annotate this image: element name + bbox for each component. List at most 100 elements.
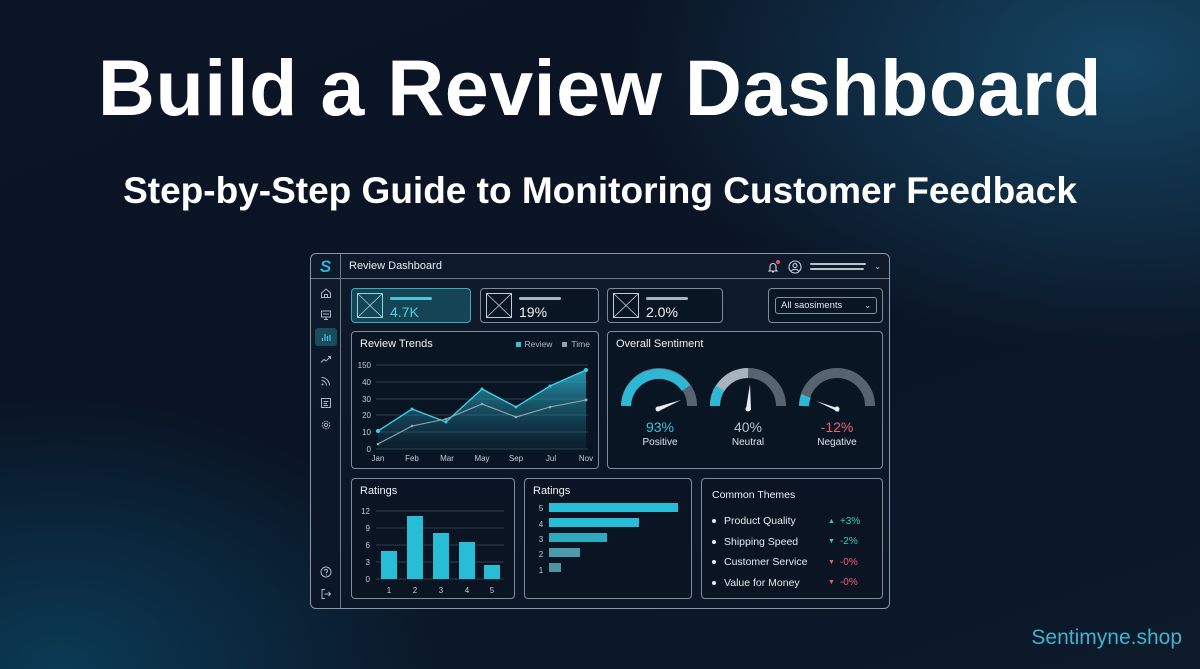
gauge-neutral [710, 368, 786, 412]
chevron-down-icon[interactable]: ⌄ [874, 262, 881, 271]
svg-text:9: 9 [366, 524, 371, 533]
inbox-icon [321, 310, 331, 320]
svg-text:6: 6 [366, 541, 371, 550]
svg-text:30: 30 [362, 395, 371, 404]
sidebar-item-trends[interactable] [315, 350, 337, 368]
trend-icon [320, 356, 331, 363]
brand-link[interactable]: Sentimyne.shop [1031, 626, 1182, 649]
svg-text:10: 10 [362, 428, 371, 437]
app-header: S Review Dashboard ⌄ [311, 254, 889, 279]
svg-text:5: 5 [490, 586, 495, 595]
svg-text:20: 20 [362, 411, 371, 420]
svg-text:40: 40 [362, 378, 371, 387]
kpi-label-placeholder [519, 297, 561, 300]
filter-panel: All saosiments ⌄ [768, 288, 883, 323]
overall-sentiment-card: Overall Sentiment 93% Positiv [607, 331, 883, 469]
svg-text:150: 150 [358, 361, 372, 370]
arrow-down-icon: ▼ [828, 538, 835, 546]
themes-list: Product Quality ▲+3% Shipping Speed ▼-2%… [712, 511, 874, 593]
kpi-label-placeholder [390, 297, 432, 300]
hero-title: Build a Review Dashboard [97, 43, 1103, 132]
sidebar-item-analytics[interactable] [315, 328, 337, 346]
logout-icon [321, 589, 332, 599]
svg-text:Jan: Jan [372, 454, 385, 463]
select-value: All saosiments [781, 300, 843, 311]
sidebar-item-reports[interactable] [315, 394, 337, 412]
image-placeholder-icon [357, 293, 383, 318]
gauge-value-positive: 93% [645, 419, 675, 435]
home-icon [321, 288, 331, 298]
legend-item-review: Review [515, 339, 552, 349]
sentiment-gauges [621, 368, 875, 412]
svg-text:1: 1 [539, 566, 544, 575]
kpi-value: 19% [519, 304, 548, 320]
sidebar-item-home[interactable] [315, 284, 337, 302]
svg-text:2: 2 [539, 550, 544, 559]
notification-dot [776, 259, 781, 264]
svg-text:0: 0 [366, 575, 371, 584]
image-placeholder-icon [613, 293, 639, 318]
gauge-label-negative: Negative [817, 437, 857, 448]
arrow-up-icon: ▲ [828, 517, 835, 525]
help-icon [320, 566, 332, 578]
svg-text:4: 4 [465, 586, 470, 595]
kpi-card-reviews[interactable]: 4.7K [351, 288, 471, 323]
app-title: Review Dashboard [349, 260, 442, 272]
report-icon [321, 398, 331, 408]
sidebar-item-logout[interactable] [315, 585, 337, 603]
sidebar [311, 279, 341, 608]
gauge-label-positive: Positive [642, 437, 678, 448]
card-title: Ratings [360, 485, 398, 497]
gauge-negative [799, 368, 875, 412]
svg-text:Sep: Sep [509, 454, 524, 463]
chart-legend: Review Time [515, 339, 590, 349]
list-item: Value for Money ▼-0% [712, 573, 874, 594]
hero-subtitle: Step-by-Step Guide to Monitoring Custome… [123, 170, 1077, 211]
svg-text:Feb: Feb [405, 454, 419, 463]
list-item: Product Quality ▲+3% [712, 511, 874, 532]
svg-text:5: 5 [539, 504, 544, 513]
bell-icon[interactable] [766, 259, 781, 274]
card-title: Common Themes [712, 489, 796, 501]
kpi-value: 2.0% [646, 304, 678, 320]
gauge-value-negative: -12% [820, 419, 854, 435]
rss-icon [321, 377, 330, 386]
svg-text:1: 1 [387, 586, 392, 595]
card-title: Ratings [533, 485, 571, 497]
svg-text:Nov: Nov [579, 454, 593, 463]
gauge-label-neutral: Neutral [731, 437, 765, 448]
svg-text:12: 12 [361, 507, 370, 516]
svg-text:3: 3 [439, 586, 444, 595]
kpi-card-change[interactable]: 2.0% [607, 288, 723, 323]
sidebar-item-settings[interactable] [315, 416, 337, 434]
gear-icon [321, 420, 331, 430]
image-placeholder-icon [486, 293, 512, 318]
sidebar-item-help[interactable] [315, 563, 337, 581]
kpi-card-rate[interactable]: 19% [480, 288, 599, 323]
sentiment-filter-select[interactable]: All saosiments ⌄ [775, 297, 877, 314]
list-item: Customer Service ▼-0% [712, 552, 874, 573]
kpi-label-placeholder [646, 297, 688, 300]
user-icon[interactable] [788, 259, 802, 274]
legend-item-time: Time [562, 339, 590, 349]
gauge-positive [621, 368, 697, 412]
svg-text:3: 3 [366, 558, 371, 567]
arrow-down-icon: ▼ [828, 579, 835, 587]
kpi-value: 4.7K [390, 304, 419, 320]
bar-chart-icon [321, 334, 331, 341]
sidebar-item-inbox[interactable] [315, 306, 337, 324]
sidebar-item-feeds[interactable] [315, 372, 337, 390]
svg-text:3: 3 [539, 535, 544, 544]
logo[interactable]: S [311, 254, 341, 279]
svg-text:0: 0 [367, 445, 372, 454]
card-title: Overall Sentiment [616, 338, 704, 350]
svg-text:Mar: Mar [440, 454, 454, 463]
svg-text:2: 2 [413, 586, 418, 595]
dashboard-window: S Review Dashboard ⌄ [310, 253, 890, 609]
chevron-down-icon: ⌄ [864, 301, 871, 310]
user-name-placeholder[interactable] [810, 263, 867, 270]
